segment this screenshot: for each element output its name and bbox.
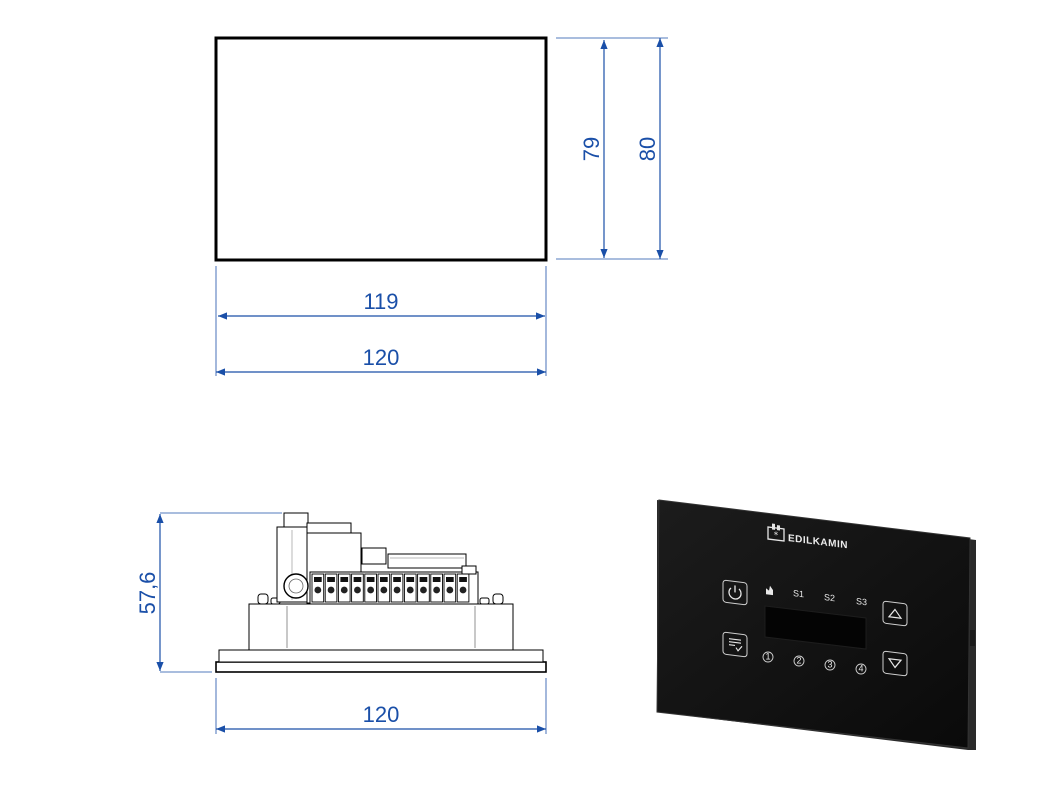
terminal-screw [393,586,401,594]
terminal-slot [432,577,441,582]
terminal-slot [380,577,388,582]
label-s2: S2 [824,592,835,603]
device-display [764,605,867,650]
terminal-screw [340,586,348,594]
menu-button[interactable] [722,631,748,658]
terminal-screw [327,586,335,594]
svg-text:3: 3 [827,660,832,670]
terminal-screw [380,586,388,594]
terminal-screw [420,586,427,594]
terminal-screw [367,586,375,594]
number-circle-3[interactable]: 3 [824,660,836,671]
terminal-slot [406,577,415,582]
terminal-screw [314,586,322,594]
number-circle-1[interactable]: 1 [762,652,774,663]
number-circle-2[interactable]: 2 [793,656,805,667]
svg-text:4: 4 [858,664,863,674]
power-button[interactable] [722,579,748,606]
down-button[interactable] [882,650,908,677]
terminal-screw [459,586,467,594]
side-view: 57,6 120 [135,512,547,734]
brand-logo-icon: * [767,523,785,542]
terminal-slot [459,577,467,582]
power-icon [728,585,742,600]
dim-label-79: 79 [579,137,604,161]
dim-label-119: 119 [363,289,398,314]
menu-icon [729,638,743,652]
dim-label-120-top: 120 [363,345,400,370]
top-view: 79 80 119 120 [214,36,668,376]
terminal-block [311,573,470,603]
device-render: * EDILKAMIN S1 S2 S3 [656,499,976,750]
svg-text:1: 1 [765,652,770,662]
terminal-slot [340,577,349,582]
terminal-slot [366,577,375,582]
terminal-slot [393,577,401,582]
dim-label-120-side: 120 [363,702,400,727]
terminal-screw [446,586,454,594]
label-s3: S3 [856,596,867,607]
terminal-slot [327,577,335,582]
label-s1: S1 [793,588,804,599]
terminal-screw [354,586,361,594]
dim-label-57-6: 57,6 [135,572,160,615]
dim-label-80: 80 [635,137,660,161]
terminal-screw [406,586,414,594]
terminal-slot [314,577,322,582]
down-arrow-icon [887,657,903,669]
top-view-outline [214,36,548,262]
number-circle-4[interactable]: 4 [855,664,867,675]
terminal-screw [433,586,441,594]
svg-text:2: 2 [796,656,801,666]
up-arrow-icon [887,608,903,619]
flame-icon [766,585,773,596]
up-button[interactable] [882,600,908,627]
terminal-slot [419,577,428,582]
svg-text:*: * [774,531,779,542]
terminal-slot [353,577,362,582]
terminal-slot [446,577,454,582]
